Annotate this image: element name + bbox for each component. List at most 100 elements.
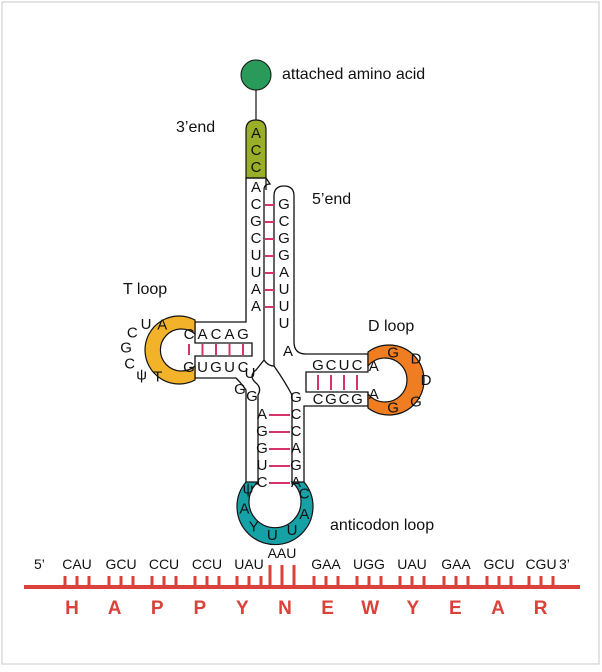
anticodon-stem-right-base: C	[291, 423, 302, 440]
message-letter: P	[193, 598, 206, 619]
d-stem-top-base: C	[326, 357, 337, 374]
mrna-codon: GAA	[311, 556, 341, 572]
anticodon-loop-base: ψ	[243, 481, 254, 498]
anticodon-loop-label: anticodon loop	[330, 517, 434, 534]
d-stem-bottom-base: C	[313, 391, 324, 408]
message-letter: E	[449, 598, 462, 619]
anticodon-loop-base: U	[287, 522, 298, 539]
mrna-tick	[485, 576, 489, 586]
mrna-tick	[497, 576, 501, 586]
mrna-tick	[150, 576, 154, 586]
message-letter: R	[534, 598, 548, 619]
acceptor-3-bases: ACC	[251, 125, 262, 176]
mrna-tick	[205, 576, 209, 586]
mrna-codon: CCU	[149, 556, 179, 572]
mrna-codon: CAU	[62, 556, 92, 572]
mrna-tick	[131, 576, 135, 586]
message-letter: Y	[236, 598, 249, 619]
anticodon-loop-base: Y	[249, 519, 259, 536]
t-stem-top-base: A	[224, 326, 234, 343]
mrna-codon: AAU	[268, 545, 297, 561]
t-stem-bottom-base: G	[210, 359, 222, 376]
acceptor-left-base: C	[251, 196, 262, 213]
mrna-tick	[87, 576, 91, 586]
acceptor-right-base: G	[278, 230, 290, 247]
mrna-codon: GCU	[105, 556, 136, 572]
anticodon-stem-left-base: U	[257, 457, 268, 474]
mrna-tick	[107, 576, 111, 586]
acceptor-left-strand	[194, 177, 272, 485]
mrna-codon: CGU	[525, 556, 556, 572]
mrna-tick	[174, 576, 178, 586]
d-loop-base: G	[410, 393, 422, 410]
acceptor-left-base: U	[251, 247, 262, 264]
mrna-tick	[410, 576, 414, 586]
d-loop-ring	[367, 344, 425, 416]
amino-acid-icon	[240, 59, 272, 91]
anticodon-stem-right-base: G	[290, 457, 302, 474]
anticodon-loop-base: U	[267, 527, 278, 544]
d-loop-base: A	[369, 358, 379, 375]
t-loop-base: G	[120, 340, 132, 357]
anticodon-stem-left-base: G	[256, 440, 268, 457]
mrna-tick	[551, 576, 555, 586]
d-stem-bottom-base: G	[325, 391, 337, 408]
three-end-label: 3’end	[176, 119, 215, 136]
mrna-tick	[398, 576, 402, 586]
mrna-codon: UAU	[397, 556, 427, 572]
mrna-tick	[75, 576, 79, 586]
mrna-tick	[280, 565, 284, 586]
d-stem-top-base: U	[339, 357, 350, 374]
t-loop-ring	[144, 315, 196, 385]
message-letter: A	[491, 598, 505, 619]
d-loop-base: D	[421, 372, 432, 389]
anticodon-loop-base: C	[299, 485, 310, 502]
anticodon-loop-ring	[236, 481, 314, 546]
message-letter: Y	[406, 598, 419, 619]
mrna-tick	[324, 576, 328, 586]
mrna-tick	[217, 576, 221, 586]
acceptor-right-base: U	[279, 315, 290, 332]
anticodon-stem-left-base: G	[256, 423, 268, 440]
message-letter: N	[278, 598, 292, 619]
anticodon-stem-left-base: A	[257, 406, 267, 423]
mrna-ticks	[63, 565, 555, 586]
acceptor-cca-region	[245, 119, 267, 179]
five-end-label: 5’end	[312, 191, 351, 208]
mrna-tick	[539, 576, 543, 586]
d-loop-base: D	[411, 351, 422, 368]
t-stem-top-base: A	[197, 326, 207, 343]
mrna-tick	[119, 576, 123, 586]
anticodon-stem-right-base: C	[291, 406, 302, 423]
anticodon-loop-base: A	[239, 500, 249, 517]
mrna-codon: GCU	[483, 556, 514, 572]
mrna-tick	[193, 576, 197, 586]
acceptor-right-base: U	[279, 298, 290, 315]
message-letter: P	[151, 598, 164, 619]
base-pair-bonds	[188, 204, 358, 484]
mrna-tick	[268, 565, 272, 586]
connector-base: A	[283, 343, 293, 360]
variable-base: G	[246, 388, 258, 405]
d-loop-base: A	[369, 386, 379, 403]
acceptor-cca-base: C	[251, 159, 262, 176]
mrna-strand	[24, 585, 580, 589]
t-loop-base: C	[124, 356, 135, 373]
mrna-codon: CCU	[192, 556, 222, 572]
mrna-3-label: 3’	[559, 556, 570, 572]
mrna-tick	[63, 576, 67, 586]
mrna-codon: UGG	[353, 556, 385, 572]
mrna-tick	[509, 576, 513, 586]
t-stem-bottom-base: C	[238, 359, 249, 376]
acceptor-right-strand	[273, 185, 369, 485]
